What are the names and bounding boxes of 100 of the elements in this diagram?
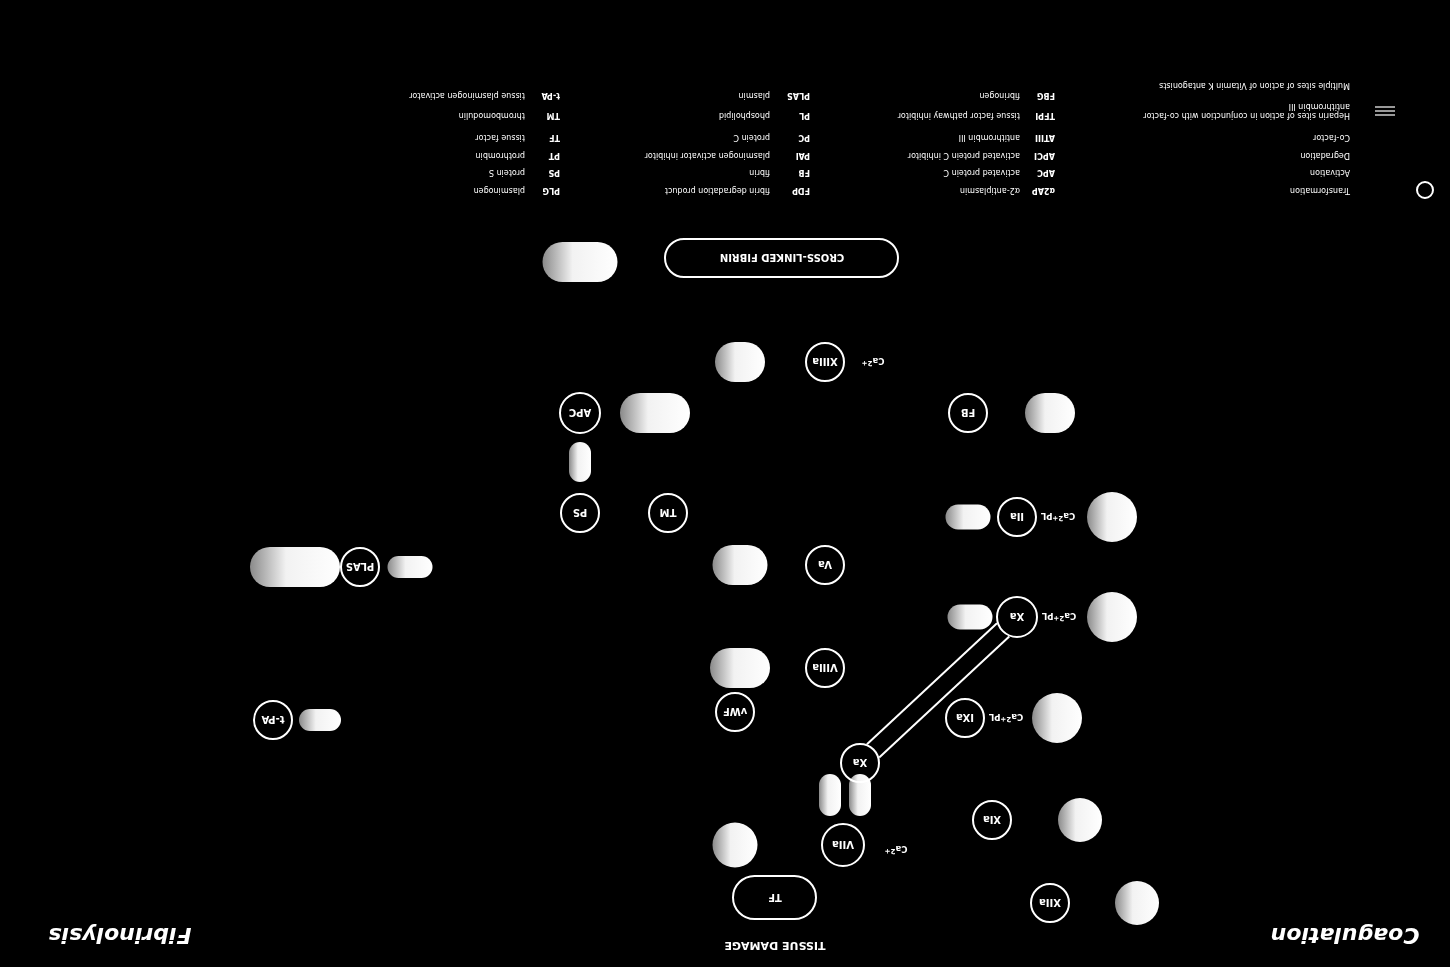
- factor-circle: [253, 700, 293, 740]
- factor-label: vWF: [722, 706, 748, 718]
- abbreviation: PLG: [542, 185, 560, 195]
- abbreviation: PT: [548, 150, 560, 160]
- molecule-blob: [1032, 693, 1082, 743]
- factor-label: XIa: [982, 814, 1002, 826]
- factor-label: Va: [818, 559, 832, 571]
- factor-circle: [996, 596, 1038, 638]
- molecule-blob: [1115, 881, 1159, 925]
- abbreviation: PAI: [795, 150, 810, 160]
- abbreviation: t-PA: [541, 90, 560, 100]
- molecule-blob: [1087, 592, 1137, 642]
- molecule-blob: [1087, 492, 1137, 542]
- factor-label: TM: [659, 507, 677, 519]
- term-definition: tissue factor: [475, 132, 525, 142]
- factor-label: TF: [768, 892, 782, 904]
- term-definition: protein S: [488, 167, 525, 177]
- molecule-blob: [542, 242, 618, 282]
- factor-label: PS: [572, 507, 588, 519]
- factor-circle: [997, 497, 1037, 537]
- factor-circle: [805, 545, 845, 585]
- term-definition: α2-antiplasmin: [959, 185, 1020, 195]
- molecule-blob: [387, 556, 433, 578]
- factor-circle: [948, 393, 988, 433]
- molecule-blob: [712, 545, 768, 585]
- legend-text: Degradation: [1299, 150, 1350, 160]
- molecule-blob: [849, 774, 871, 816]
- abbreviation: APCI: [1034, 150, 1055, 160]
- factor-label: VIIa: [832, 839, 854, 851]
- factor-label: Xa: [1009, 611, 1025, 623]
- abbreviation: PS: [548, 167, 560, 177]
- factor-label: IIa: [1009, 511, 1025, 523]
- factor-circle: [648, 493, 688, 533]
- abbreviation: TF: [549, 132, 560, 142]
- factor-label: t-PA: [261, 714, 285, 726]
- term-definition: tissue plasminogen activator: [409, 90, 525, 100]
- molecule-blob: [250, 547, 340, 587]
- molecule-blob: [569, 442, 591, 482]
- molecule-blob: [712, 822, 758, 868]
- term-definition: fibrin: [749, 167, 770, 177]
- abbreviation: TFPI: [1035, 110, 1055, 120]
- factor-circle: [340, 547, 380, 587]
- abbreviation: α2AP: [1031, 185, 1055, 195]
- section-title: Coagulation: [1270, 922, 1420, 948]
- factor-label: APC: [568, 407, 592, 419]
- molecule-blob: [1058, 798, 1102, 842]
- section-heading: TISSUE DAMAGE: [724, 939, 826, 953]
- molecule-blob: [1025, 393, 1075, 433]
- legend-text: Transformation: [1288, 185, 1350, 195]
- molecule-blob: [945, 504, 991, 530]
- legend-text: Heparin sites of action in conjunction with co-factor antithrombin III: [1142, 101, 1350, 121]
- term-definition: prothrombin: [475, 150, 525, 160]
- factor-circle: [840, 743, 880, 783]
- abbreviation: ATIII: [1035, 132, 1055, 142]
- term-definition: activated protein C: [943, 167, 1020, 177]
- abbreviation: FBG: [1036, 90, 1055, 100]
- term-definition: activated protein C inhibitor: [907, 150, 1020, 160]
- legend-text: Multiple sites of action of Vitamin K antagonists: [1158, 80, 1350, 90]
- factor-label: Xa: [852, 757, 868, 769]
- factor-label: CROSS-LINKED FIBRIN: [719, 252, 845, 264]
- factor-circle: [1030, 883, 1070, 923]
- abbreviation: PLAS: [787, 90, 810, 100]
- factor-label: XIIIa: [812, 356, 838, 368]
- term-definition: phospholipid: [718, 110, 770, 120]
- factor-circle: [805, 342, 845, 382]
- term-definition: fibrin degradation product: [664, 185, 770, 195]
- abbreviation: TM: [546, 110, 560, 120]
- abbreviation: PL: [799, 110, 810, 120]
- connector-line: [865, 622, 998, 746]
- abbreviation: FB: [798, 167, 810, 177]
- factor-circle: [560, 493, 600, 533]
- molecule-blob: [715, 342, 765, 382]
- factor-circle: [715, 692, 755, 732]
- term-definition: fibrinogen: [979, 90, 1020, 100]
- factor-circle: [559, 392, 601, 434]
- molecule-blob: [299, 709, 341, 731]
- abbreviation: FDP: [792, 185, 810, 195]
- factor-circle: [805, 648, 845, 688]
- molecule-blob: [947, 604, 993, 630]
- factor-circle: [821, 823, 865, 867]
- legend-text: Co-factor: [1312, 132, 1350, 142]
- term-definition: protein C: [733, 132, 770, 142]
- molecule-blob: [620, 393, 690, 433]
- abbreviation: PC: [798, 132, 810, 142]
- factor-circle: [972, 800, 1012, 840]
- connector-line: [878, 635, 1011, 759]
- molecule-blob: [710, 648, 770, 688]
- legend-text: Activation: [1308, 167, 1350, 177]
- factor-circle: [945, 698, 985, 738]
- abbreviation: APC: [1037, 167, 1055, 177]
- factor-label: PLAS: [345, 561, 375, 573]
- factor-label: XIIa: [1039, 897, 1061, 909]
- factor-label: FB: [960, 407, 976, 419]
- term-definition: antithrombin III: [958, 132, 1020, 142]
- factor-label: IXa: [955, 712, 975, 724]
- pill-box: [664, 238, 900, 278]
- term-definition: plasminogen: [473, 185, 525, 195]
- term-definition: plasminogen activator inhibitor: [644, 150, 770, 160]
- term-definition: thrombomodulin: [458, 110, 525, 120]
- molecule-blob: [819, 774, 841, 816]
